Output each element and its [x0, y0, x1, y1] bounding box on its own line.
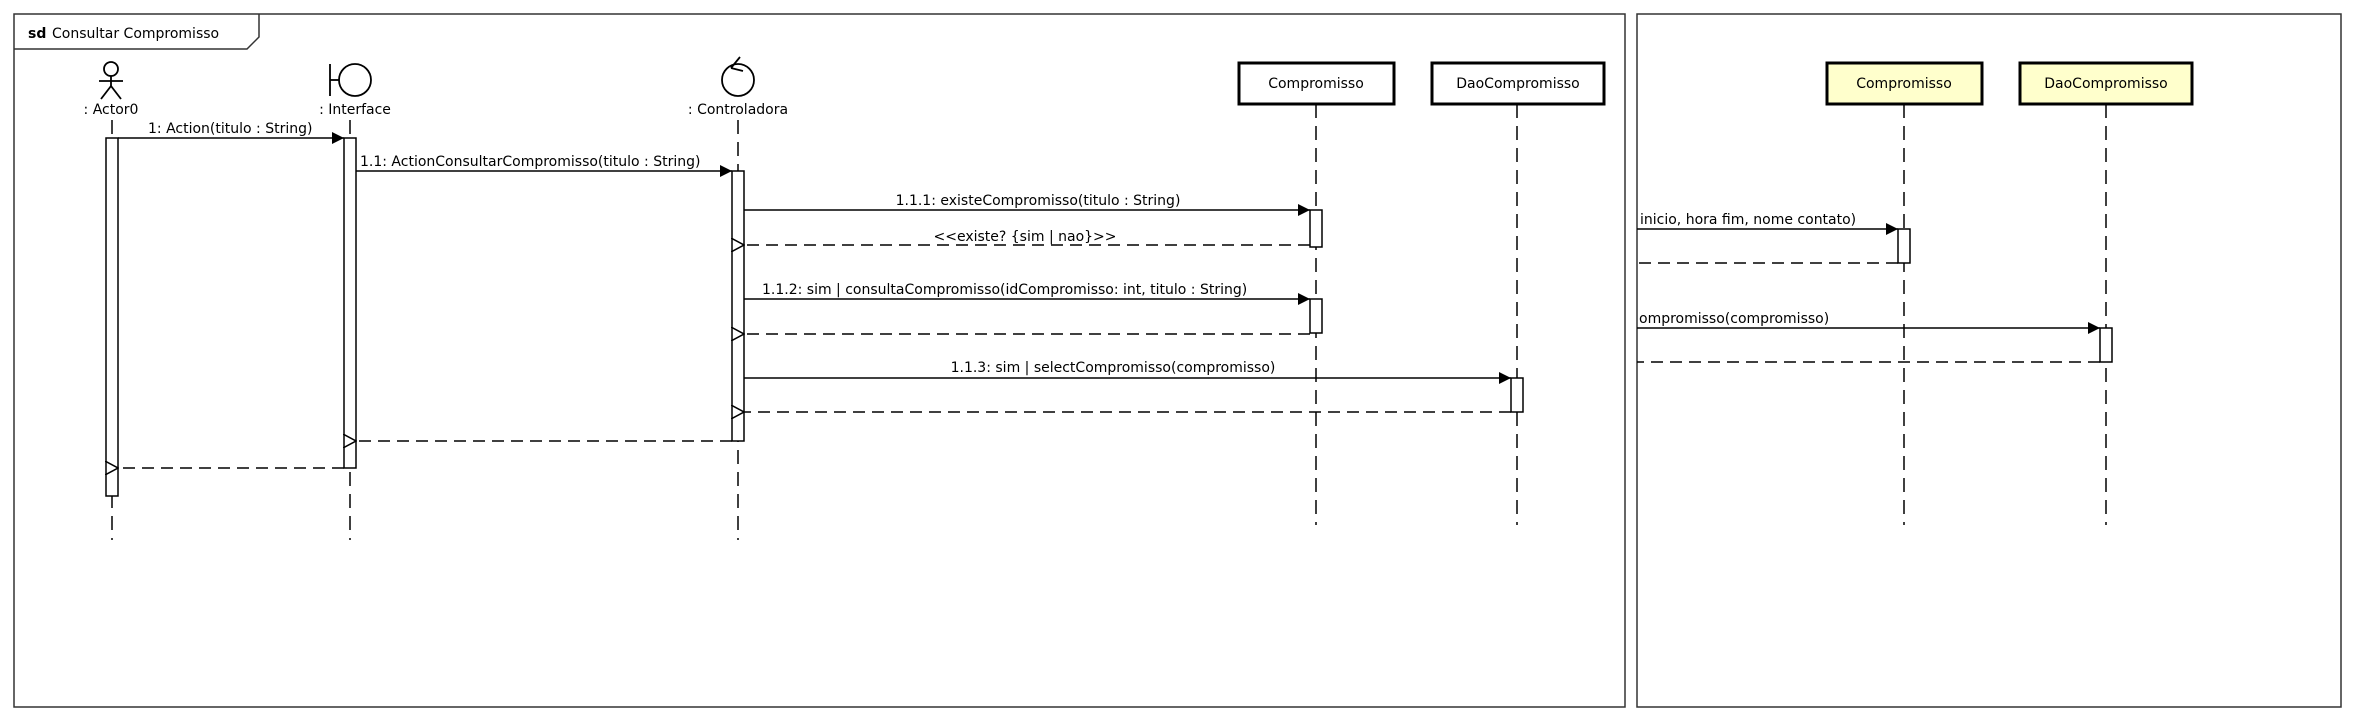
sequence-frame: sd Consultar Compromisso	[13, 13, 1626, 708]
frame-tab	[14, 14, 260, 50]
actor-icon	[99, 61, 123, 100]
lifeline-actor[interactable]: : Actor0	[84, 61, 139, 540]
message-1[interactable]: 1: Action(titulo : String)	[118, 121, 344, 144]
message-label: 1.1.3: sim | selectCompromisso(compromis…	[951, 360, 1276, 376]
message-1-1-1[interactable]: 1.1.1: existeCompromisso(titulo : String…	[744, 193, 1310, 216]
message-label: inicio, hora fim, nome contato)	[1640, 212, 1856, 228]
class-box-dao	[1430, 61, 1606, 106]
return-label: <<existe? {sim | nao}>>	[933, 229, 1116, 245]
second-label-dao: DaoCompromisso	[2044, 76, 2167, 92]
lifeline-label-dao: DaoCompromisso	[1456, 76, 1579, 92]
lifeline-label-actor: : Actor0	[84, 102, 139, 118]
frame-border	[13, 13, 1626, 708]
lifeline-label-controladora: : Controladora	[688, 102, 788, 118]
second-message-b[interactable]: ompromisso(compromisso)	[1637, 311, 2100, 334]
message-label: 1.1.2: sim | consultaCompromisso(idCompr…	[762, 282, 1247, 298]
activation-compromisso-1	[1309, 209, 1323, 248]
control-icon	[721, 56, 755, 97]
message-label: ompromisso(compromisso)	[1639, 311, 1829, 327]
activation-dao	[1510, 377, 1524, 413]
class-box-compromisso-highlight	[1825, 61, 1984, 106]
lifeline-interface[interactable]: : Interface	[319, 63, 391, 540]
lifeline-label-compromisso: Compromisso	[1268, 76, 1364, 92]
message-label: 1: Action(titulo : String)	[148, 121, 312, 137]
lifeline-dao[interactable]: DaoCompromisso	[1430, 61, 1606, 525]
activation-compromisso-2	[1309, 298, 1323, 334]
frame-title: Consultar Compromisso	[52, 26, 219, 42]
second-frame-border	[1636, 13, 2342, 708]
message-1-1-3[interactable]: 1.1.3: sim | selectCompromisso(compromis…	[744, 360, 1511, 384]
second-lifeline-compromisso[interactable]: Compromisso	[1825, 61, 1984, 525]
second-label-compromisso: Compromisso	[1856, 76, 1952, 92]
message-1-1[interactable]: 1.1: ActionConsultarCompromisso(titulo :…	[356, 154, 732, 177]
lifeline-label-interface: : Interface	[319, 102, 391, 118]
return-1-1-1[interactable]: <<existe? {sim | nao}>>	[744, 229, 1310, 245]
lifeline-compromisso[interactable]: Compromisso	[1237, 61, 1396, 525]
boundary-icon	[329, 63, 372, 97]
second-lifeline-dao[interactable]: DaoCompromisso	[2018, 61, 2194, 525]
second-message-a[interactable]: inicio, hora fim, nome contato)	[1637, 212, 1898, 235]
message-label: 1.1: ActionConsultarCompromisso(titulo :…	[360, 154, 700, 170]
second-diagram-frame: Compromisso DaoCompromisso inicio, hora …	[1636, 13, 2342, 708]
class-box-dao-highlight	[2018, 61, 2194, 106]
activation-interface	[343, 137, 357, 469]
frame-keyword: sd	[28, 26, 46, 42]
message-label: 1.1.1: existeCompromisso(titulo : String…	[896, 193, 1181, 209]
second-activation-compromisso	[1897, 228, 1911, 264]
class-box-compromisso	[1237, 61, 1396, 106]
activation-actor	[105, 137, 119, 497]
activation-controladora	[731, 170, 745, 442]
second-activation-dao	[2099, 327, 2113, 363]
message-1-1-2[interactable]: 1.1.2: sim | consultaCompromisso(idCompr…	[744, 282, 1310, 305]
